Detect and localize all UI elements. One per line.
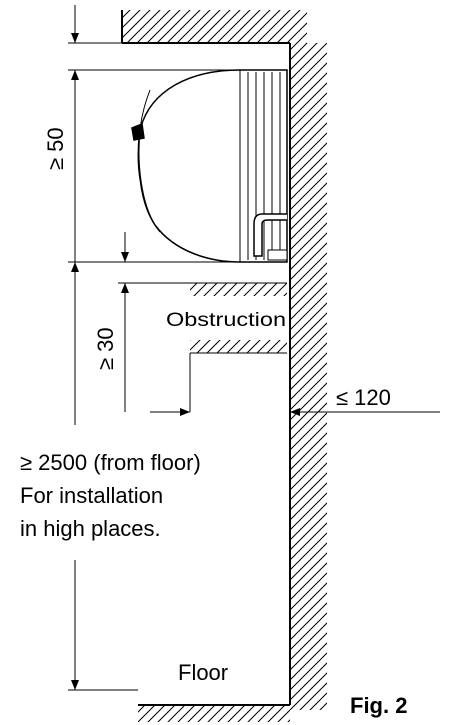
wall — [289, 43, 327, 710]
height-label-line3: in high places. — [20, 516, 161, 541]
obstruction-label: Obstruction — [166, 310, 286, 331]
ceiling — [121, 10, 307, 44]
height-label-line2: For installation — [20, 483, 163, 508]
dimension-lines — [68, 5, 440, 691]
clearance-side-label: ≤ 120 — [336, 385, 391, 410]
clearance-top-label: ≥ 50 — [43, 127, 68, 170]
arrowheads — [71, 33, 300, 690]
clearance-obstruction-label: ≥ 30 — [93, 327, 118, 370]
wall-mounted-air-conditioner-icon — [131, 69, 288, 263]
figure-label: Fig. 2 — [350, 693, 407, 718]
obstruction-block — [190, 282, 287, 354]
floor — [138, 704, 290, 722]
height-label-line1: ≥ 2500 (from floor) — [20, 450, 201, 475]
floor-label: Floor — [178, 660, 228, 685]
